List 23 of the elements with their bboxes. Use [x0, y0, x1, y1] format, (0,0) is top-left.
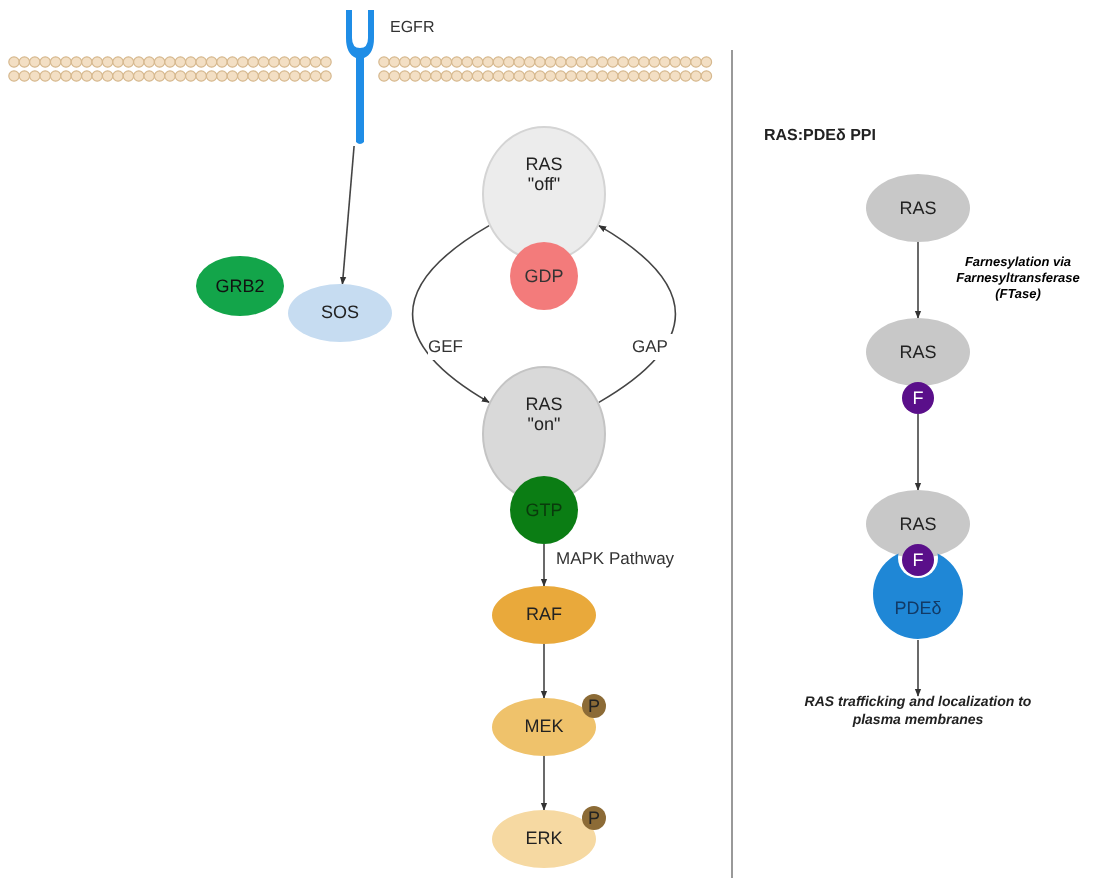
arrow — [339, 145, 355, 285]
arrow — [598, 224, 677, 404]
edge-label: GAP — [632, 334, 676, 360]
arrow — [540, 755, 548, 811]
arrow — [540, 643, 548, 699]
arrow — [914, 413, 922, 491]
protein-ellipse: RAS — [866, 174, 970, 242]
protein-label: PDEδ — [894, 595, 942, 621]
protein-ellipse: SOS — [288, 284, 392, 342]
panel-heading: RAS:PDEδ PPI — [764, 124, 876, 148]
nucleotide-circle: GDP — [510, 242, 578, 310]
arrow — [914, 241, 922, 319]
arrow — [914, 639, 922, 697]
farnesyl-circle: F — [902, 382, 934, 414]
phosphate-circle: P — [582, 694, 606, 718]
protein-ellipse: RAS — [866, 318, 970, 386]
arrow — [540, 543, 548, 587]
kinase-ellipse: RAF — [492, 586, 596, 644]
nucleotide-circle: GTP — [510, 476, 578, 544]
protein-label: EGFR — [390, 16, 435, 40]
phosphate-circle: P — [582, 806, 606, 830]
protein-ellipse: GRB2 — [196, 256, 284, 316]
arrow — [411, 224, 490, 404]
